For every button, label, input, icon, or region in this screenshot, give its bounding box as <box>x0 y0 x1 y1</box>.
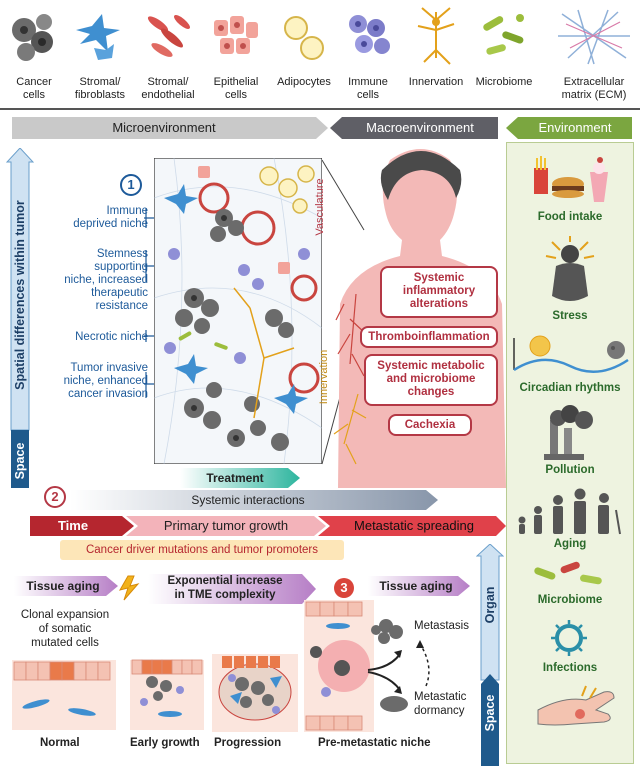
spatial-arrow <box>6 148 34 488</box>
treatment-label: Treatment <box>206 471 264 485</box>
legend-divider <box>0 108 640 110</box>
tumor-microenvironment-scene <box>154 158 322 464</box>
microenvironment-header: Microenvironment <box>112 120 216 135</box>
immune-cell-icon <box>349 15 390 54</box>
metastasis-diagram <box>367 619 430 712</box>
marker-three: 3 <box>334 578 354 598</box>
neuron-icon <box>417 7 455 65</box>
niche-invasive: Tumor invasive niche, enhanced cancer in… <box>63 362 148 400</box>
space-label: Space <box>13 442 27 480</box>
macroenvironment-header: Macroenvironment <box>366 120 474 135</box>
tissue-normal <box>12 660 116 730</box>
systemic-interactions-label: Systemic interactions <box>191 493 305 507</box>
lightning-icon <box>118 575 140 601</box>
niche-necrotic: Necrotic niche <box>75 331 148 343</box>
stress-icon <box>545 236 595 301</box>
circadian-icon <box>513 335 629 373</box>
endothelial-icon <box>147 15 190 57</box>
organ-arrow <box>476 544 504 766</box>
treatment-arrow <box>180 468 300 488</box>
primary-tumor-growth-label: Primary tumor growth <box>163 518 289 533</box>
metastatic-spreading-label: Metastatic spreading <box>354 518 474 533</box>
legend-item: Adipocytes <box>272 0 336 108</box>
infections-icon <box>551 620 587 656</box>
env-microbiome: Microbiome <box>537 594 603 606</box>
legend-label: Extracellular matrix (ECM) <box>561 76 627 101</box>
environment-header: Environment <box>538 120 612 135</box>
legend-label: Stromal/ endothelial <box>141 76 195 101</box>
box-systemic-inflammatory: Systemic inflammatory alterations <box>380 266 498 318</box>
legend-item: Stromal/ endothelial <box>136 0 200 108</box>
cancer-cells-icon <box>12 14 53 61</box>
time-bar <box>30 516 506 536</box>
tissue-early-growth <box>130 659 204 730</box>
legend-label: Adipocytes <box>277 76 331 88</box>
legend-label: Cancer cells <box>16 76 52 101</box>
marker-two: 2 <box>44 486 66 508</box>
stage-early-growth: Early growth <box>130 737 200 749</box>
pollution-icon <box>544 405 593 460</box>
exponential-arrow <box>148 574 316 604</box>
legend-label: Innervation <box>408 76 464 88</box>
stage-progression: Progression <box>214 737 282 749</box>
env-stress: Stress <box>552 310 588 322</box>
env-circadian: Circadian rhythms <box>519 382 621 394</box>
niche-stemness: Stemness supporting niche, increased the… <box>64 248 148 312</box>
microbe-icon <box>483 14 524 55</box>
stage-pre-metastatic: Pre-metastatic niche <box>318 737 431 749</box>
metastasis-label: Metastasis <box>414 620 469 632</box>
clonal-expansion-label: Clonal expansion of somatic mutated cell… <box>20 609 110 649</box>
driver-mutations-bar: Cancer driver mutations and tumor promot… <box>60 540 344 560</box>
fibroblast-icon <box>76 14 120 60</box>
epithelial-icon <box>214 16 258 54</box>
organ-label: Organ <box>483 586 497 624</box>
tissue-aging-label: Tissue aging <box>26 579 100 593</box>
tissue-progression <box>212 654 298 732</box>
dormancy-label: Metastatic dormancy <box>414 691 467 717</box>
tissue-aging-arrow-2 <box>368 576 470 596</box>
legend-item: Extracellular matrix (ECM) <box>548 0 640 108</box>
legend-label: Microbiome <box>475 76 533 88</box>
box-cachexia: Cachexia <box>388 414 472 436</box>
env-infections: Infections <box>542 662 598 674</box>
food-intake-icon <box>534 156 608 202</box>
exponential-label: Exponential increase in TME complexity <box>167 575 283 601</box>
space2-label: Space <box>483 694 497 732</box>
tissue-pre-metastatic <box>304 600 374 732</box>
systemic-interactions-arrow <box>70 490 438 510</box>
marker-one: 1 <box>120 174 142 196</box>
header-bars <box>12 117 632 139</box>
adipocyte-icon <box>284 16 324 60</box>
env-microbe-icon <box>534 561 602 585</box>
tissue-aging-label-2: Tissue aging <box>379 579 453 593</box>
legend-label: Immune cells <box>348 76 388 101</box>
box-thromboinflammation: Thromboinflammation <box>360 326 498 348</box>
legend-item: Microbiome <box>472 0 536 108</box>
legend-label: Stromal/ fibroblasts <box>74 76 126 101</box>
legend-item: Immune cells <box>336 0 400 108</box>
vasculature-label: Vasculature <box>314 178 326 236</box>
niche-immune-deprived: Immune deprived niche <box>73 205 148 230</box>
hand-injury-icon <box>537 685 615 726</box>
stage-normal: Normal <box>40 737 80 749</box>
niche-connector-lines <box>144 208 158 398</box>
env-aging: Aging <box>553 538 587 550</box>
time-label: Time <box>57 518 89 533</box>
legend-item: Stromal/ fibroblasts <box>68 0 132 108</box>
legend-item: Cancer cells <box>2 0 66 108</box>
innervation-label: Innervation <box>318 349 330 405</box>
legend-item: Epithelial cells <box>204 0 268 108</box>
legend-item: Innervation <box>404 0 468 108</box>
env-pollution: Pollution <box>545 464 595 476</box>
aging-icon <box>518 488 621 535</box>
ecm-icon <box>558 9 630 65</box>
spatial-label: Spatial differences within tumor <box>13 200 27 390</box>
tissue-aging-arrow <box>14 576 118 596</box>
env-food-intake: Food intake <box>537 211 603 223</box>
legend-label: Epithelial cells <box>213 76 259 101</box>
box-systemic-metabolic: Systemic metabolic and microbiome change… <box>364 354 498 406</box>
